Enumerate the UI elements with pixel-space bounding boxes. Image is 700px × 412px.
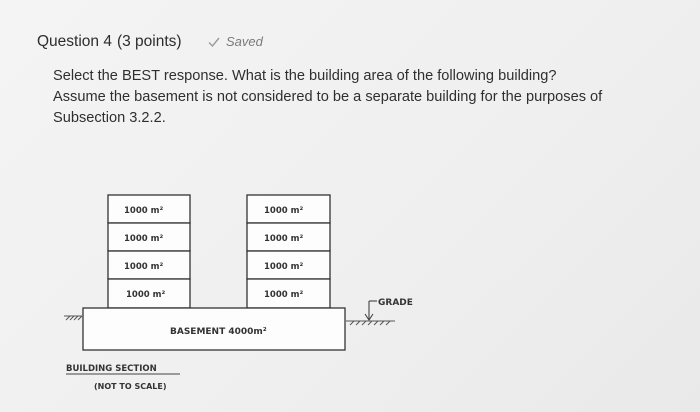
right-floor-1 <box>246 278 331 309</box>
question-title: Question 4 <box>37 33 112 50</box>
right-tower <box>246 194 331 309</box>
left-floor-4 <box>107 194 191 224</box>
right-floor-label: 1000 m² <box>264 234 303 244</box>
saved-status: Saved <box>208 34 263 49</box>
right-floor-3 <box>246 222 331 252</box>
ground-hatch-left <box>64 315 83 321</box>
question-header: Question 4 (3 points) <box>37 33 182 51</box>
right-floor-4 <box>246 194 331 224</box>
right-floor-2 <box>246 250 331 280</box>
basement <box>82 307 346 351</box>
basement-label: BASEMENT 4000m² <box>170 327 267 337</box>
left-floor-label: 1000 m² <box>124 262 163 272</box>
ground-hatch-right <box>346 320 395 326</box>
right-floor-label: 1000 m² <box>264 290 303 300</box>
left-floor-3 <box>107 222 191 252</box>
check-icon <box>208 37 220 47</box>
left-floor-1 <box>107 278 191 309</box>
right-floor-label: 1000 m² <box>264 262 303 272</box>
prompt-line: Select the BEST response. What is the bu… <box>53 68 557 84</box>
caption-note: (NOT TO SCALE) <box>94 382 166 391</box>
question-prompt: Select the BEST response. What is the bu… <box>53 66 653 129</box>
prompt-line: Assume the basement is not considered to… <box>53 89 603 105</box>
right-floor-label: 1000 m² <box>264 206 303 216</box>
left-floor-label: 1000 m² <box>126 290 165 300</box>
prompt-line: Subsection 3.2.2. <box>53 110 166 126</box>
grade-label: GRADE <box>378 298 413 308</box>
saved-label: Saved <box>226 34 263 49</box>
left-floor-label: 1000 m² <box>124 206 163 216</box>
caption-title: BUILDING SECTION <box>66 364 157 374</box>
left-tower <box>107 194 191 309</box>
left-floor-label: 1000 m² <box>124 234 163 244</box>
question-points: (3 points) <box>116 33 182 50</box>
grade-marker <box>364 300 377 321</box>
left-floor-2 <box>107 250 191 280</box>
